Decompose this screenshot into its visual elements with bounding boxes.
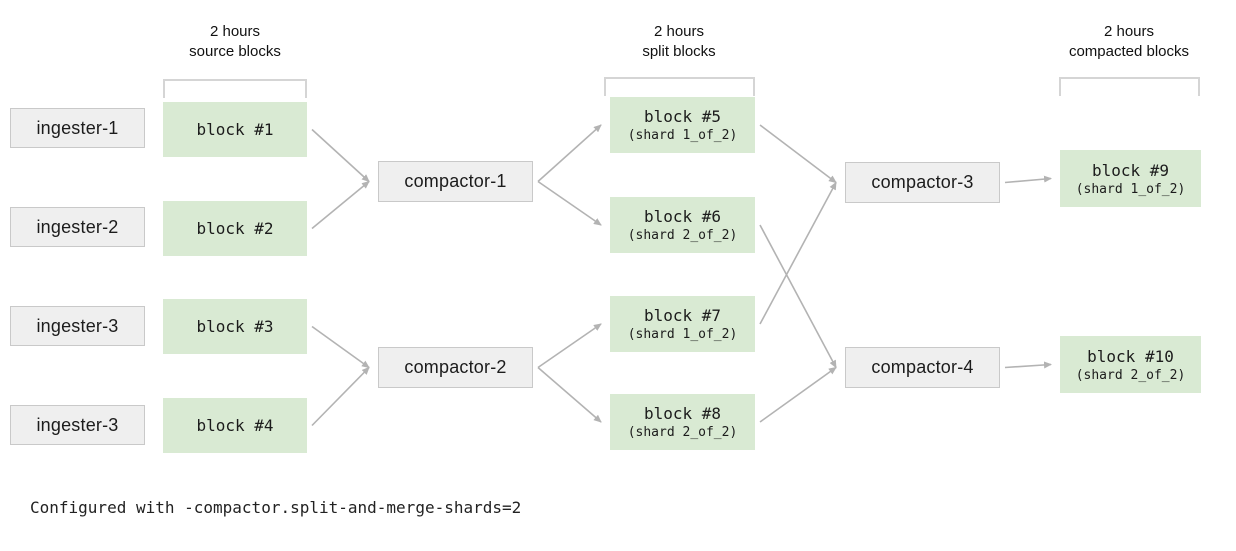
time-range-bracket-source [163, 79, 307, 98]
source-block: block #3 [163, 299, 307, 354]
split-block: block #6 (shard 2_of_2) [610, 197, 755, 253]
compactor-box: compactor-3 [845, 162, 1000, 203]
shard-label: (shard 2_of_2) [1075, 367, 1186, 383]
split-block: block #8 (shard 2_of_2) [610, 394, 755, 450]
ingester-box: ingester-2 [10, 207, 145, 247]
compactor-box: compactor-4 [845, 347, 1000, 388]
column-header-split-blocks: 2 hours split blocks [592, 22, 766, 62]
source-block: block #2 [163, 201, 307, 256]
time-range-bracket-split [604, 77, 755, 96]
shard-label: (shard 2_of_2) [627, 425, 738, 440]
ingester-label: ingester-1 [36, 117, 119, 138]
column-header-line1: 2 hours [1103, 23, 1155, 40]
split-block: block #7 (shard 1_of_2) [610, 296, 755, 352]
column-header-compacted-blocks: 2 hours compacted blocks [1034, 22, 1224, 62]
compactor-label: compactor-1 [404, 171, 507, 191]
ingester-box: ingester-3 [10, 306, 145, 346]
source-block: block #1 [163, 102, 307, 157]
compactor-box: compactor-1 [378, 161, 533, 202]
column-header-line1: 2 hours [653, 23, 705, 40]
ingester-label: ingester-3 [36, 315, 119, 336]
source-block: block #4 [163, 398, 307, 453]
ingester-box: ingester-1 [10, 108, 145, 148]
column-header-line2: split blocks [642, 43, 716, 60]
compacted-block: block #9 (shard 1_of_2) [1060, 150, 1201, 207]
block-label: block #9 [1091, 160, 1170, 180]
block-label: block #3 [196, 317, 274, 336]
split-block: block #5 (shard 1_of_2) [610, 97, 755, 153]
shard-label: (shard 1_of_2) [627, 128, 738, 143]
config-caption: Configured with -compactor.split-and-mer… [30, 498, 522, 517]
block-label: block #10 [1087, 346, 1174, 366]
compactor-label: compactor-3 [871, 172, 974, 192]
shard-label: (shard 1_of_2) [627, 327, 738, 342]
shard-label: (shard 1_of_2) [1075, 181, 1186, 197]
compacted-block: block #10 (shard 2_of_2) [1060, 336, 1201, 393]
block-label: block #5 [643, 107, 722, 126]
block-label: block #6 [643, 207, 722, 226]
block-label: block #1 [196, 120, 274, 139]
compactor-label: compactor-2 [404, 357, 507, 377]
column-header-line2: compacted blocks [1068, 43, 1190, 60]
block-label: block #4 [196, 416, 274, 435]
time-range-bracket-compacted [1059, 77, 1200, 96]
column-header-source-blocks: 2 hours source blocks [148, 22, 322, 62]
block-label: block #2 [196, 219, 274, 238]
shard-label: (shard 2_of_2) [627, 228, 738, 243]
ingester-label: ingester-2 [36, 216, 119, 237]
ingester-label: ingester-3 [36, 414, 119, 435]
compactor-box: compactor-2 [378, 347, 533, 388]
column-header-line2: source blocks [189, 43, 281, 60]
ingester-box: ingester-3 [10, 405, 145, 445]
compactor-label: compactor-4 [871, 357, 974, 377]
block-label: block #8 [643, 404, 722, 423]
block-label: block #7 [643, 306, 722, 325]
column-header-line1: 2 hours [209, 23, 261, 40]
